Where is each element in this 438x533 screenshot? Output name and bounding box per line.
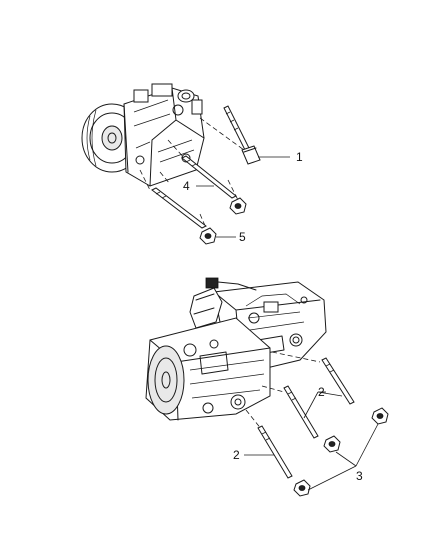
leaders-lower [244,391,379,491]
nut-5-upper [229,197,247,215]
stud-4-long [181,155,237,199]
stud-2-middle [283,385,319,439]
nut-3-middle [323,435,341,453]
stud-2-left [257,425,293,479]
callout-2-lower: 2 [233,448,240,462]
alignment-lines-upper [139,117,245,229]
callout-4: 4 [183,179,190,193]
callout-5: 5 [239,230,246,244]
bolt-1 [223,105,261,165]
nut-3-left [293,479,311,497]
callout-3: 3 [356,469,363,483]
callout-1: 1 [296,150,303,164]
compressor-lower [145,277,327,421]
leaders-upper [196,156,290,238]
nut-5-lower [199,227,217,245]
stud-4-short [151,187,207,229]
nut-3-right [371,407,389,425]
alignment-lines-lower [245,351,321,431]
stud-2-right [321,357,355,405]
compressor-upper [81,83,205,187]
callout-2-upper: 2 [318,385,325,399]
